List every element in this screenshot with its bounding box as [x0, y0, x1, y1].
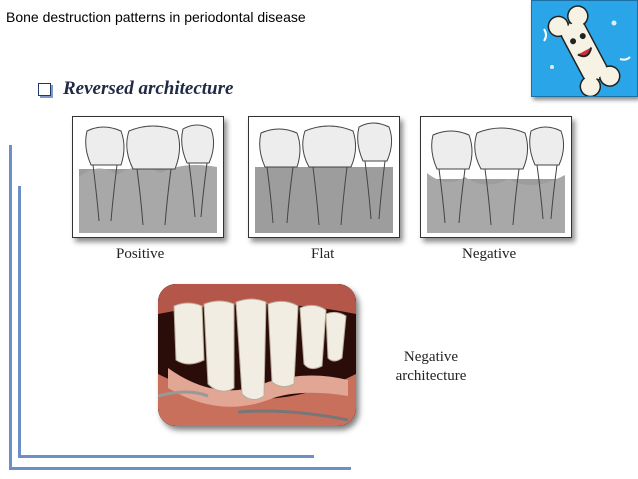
caption-positive: Positive [116, 246, 165, 262]
photo-label: Negative architecture [388, 348, 474, 386]
photo-label-line2: architecture [395, 368, 467, 384]
bullet-heading: Reversed architecture [38, 78, 233, 100]
frame-line-inner-vertical [18, 186, 21, 457]
diagram-negative [420, 116, 572, 238]
diagram-positive [72, 116, 224, 238]
caption-flat: Flat [311, 246, 335, 262]
clinical-photo [158, 284, 356, 426]
bone-cartoon-icon [543, 5, 631, 98]
frame-line-inner-horizontal [18, 455, 314, 458]
diagram-flat [248, 116, 400, 238]
section-heading: Reversed architecture [63, 78, 234, 99]
frame-line-outer-vertical [9, 145, 12, 470]
photo-label-line1: Negative [403, 349, 459, 365]
frame-line-outer-horizontal [9, 467, 351, 470]
caption-negative: Negative [462, 246, 517, 262]
bone-logo [531, 0, 638, 98]
checkbox-bullet-icon [38, 82, 51, 96]
slide-title: Bone destruction patterns in periodontal… [6, 9, 306, 25]
